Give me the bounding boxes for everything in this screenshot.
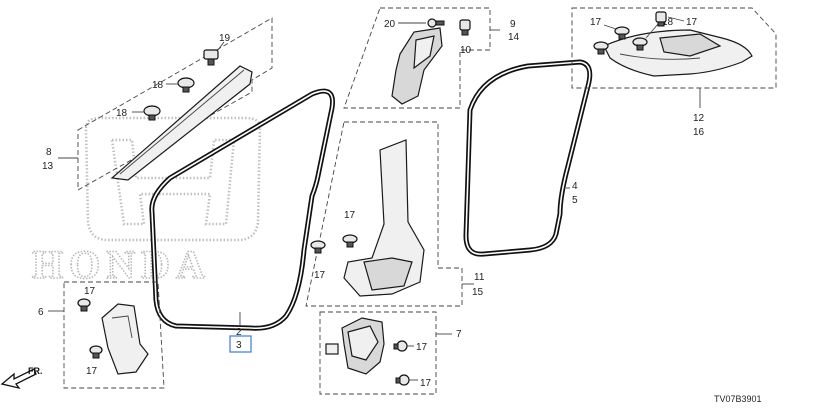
callout-6: 6 [38,307,44,318]
callout-14: 14 [508,32,520,43]
group-7: 17 17 7 [319,311,462,395]
callout-19: 19 [219,33,231,44]
clip-20-icon[interactable] [427,18,445,28]
honda-wordmark-watermark: HONDA [32,242,211,287]
rear-door-opening-seal[interactable] [463,59,593,257]
clip-19-icon[interactable] [203,49,219,66]
clip-17-icon[interactable] [614,26,630,40]
front-pillar-lower-trim[interactable] [101,303,149,375]
callout-11: 11 [474,272,485,283]
callout-12: 12 [693,113,705,124]
clip-17-icon[interactable] [310,240,326,254]
group-6-boundary [63,281,165,389]
clip-17-icon[interactable] [89,345,103,359]
callout-18-lower: 18 [116,108,128,119]
callout-17-group6-upper: 17 [84,286,96,297]
clip-18-icon[interactable] [177,77,195,93]
callout-17-group12-right: 17 [686,17,698,28]
group-8-13: 19 18 18 8 13 [42,17,273,191]
callout-8: 8 [46,147,52,158]
diagram-code: TV07B3901 [714,394,762,404]
callout-7: 7 [456,329,462,340]
front-direction-arrow-icon [0,368,37,390]
group-11-15: 17 17 11 15 [305,121,485,307]
front-door-opening-seal[interactable] [149,88,336,331]
group-6: 17 17 6 [38,281,165,389]
callout-16: 16 [693,127,705,138]
callout-2: 2 [236,327,242,338]
callout-5: 5 [572,195,578,206]
clip-18-icon[interactable] [143,105,161,121]
callout-15: 15 [472,287,484,298]
callout-3-highlight [229,335,252,353]
callout-17-group11-upper: 17 [344,210,356,221]
clip-17-icon[interactable] [393,340,408,352]
callout-18-group12: 18 [662,17,674,28]
group-12-16-boundary [571,7,777,89]
callout-17-group11-lower: 17 [314,270,326,281]
callout-3: 3 [236,340,242,351]
group-12-16: 17 18 17 12 16 [571,7,777,138]
callout-20: 20 [384,19,396,30]
clip-17-icon[interactable] [395,374,410,386]
clip-17-icon[interactable] [342,234,358,248]
honda-logo-watermark [84,116,262,242]
group-8-13-boundary [77,17,273,191]
clip-17-icon[interactable] [593,41,609,55]
callout-17-group6-lower: 17 [86,366,98,377]
clip-17-icon[interactable] [655,11,667,27]
callout-17-group7-upper: 17 [416,342,428,353]
group-11-15-boundary [305,121,463,307]
clip-17-icon[interactable] [77,298,91,312]
group-9-14-boundary [343,7,491,109]
direction-label: FR. [28,366,43,376]
group-9-14: 20 10 9 14 [343,7,520,109]
clip-18-icon[interactable] [632,37,648,51]
callout-18-upper: 18 [152,80,164,91]
callout-4: 4 [572,181,578,192]
b-pillar-lower-trim[interactable] [343,139,425,297]
callout-17-group12-left: 17 [590,17,602,28]
callout-10: 10 [460,45,472,56]
callout-13: 13 [42,161,54,172]
callout-17-group7-lower: 17 [420,378,432,389]
callout-9: 9 [510,19,516,30]
clip-10-icon[interactable] [459,19,471,36]
